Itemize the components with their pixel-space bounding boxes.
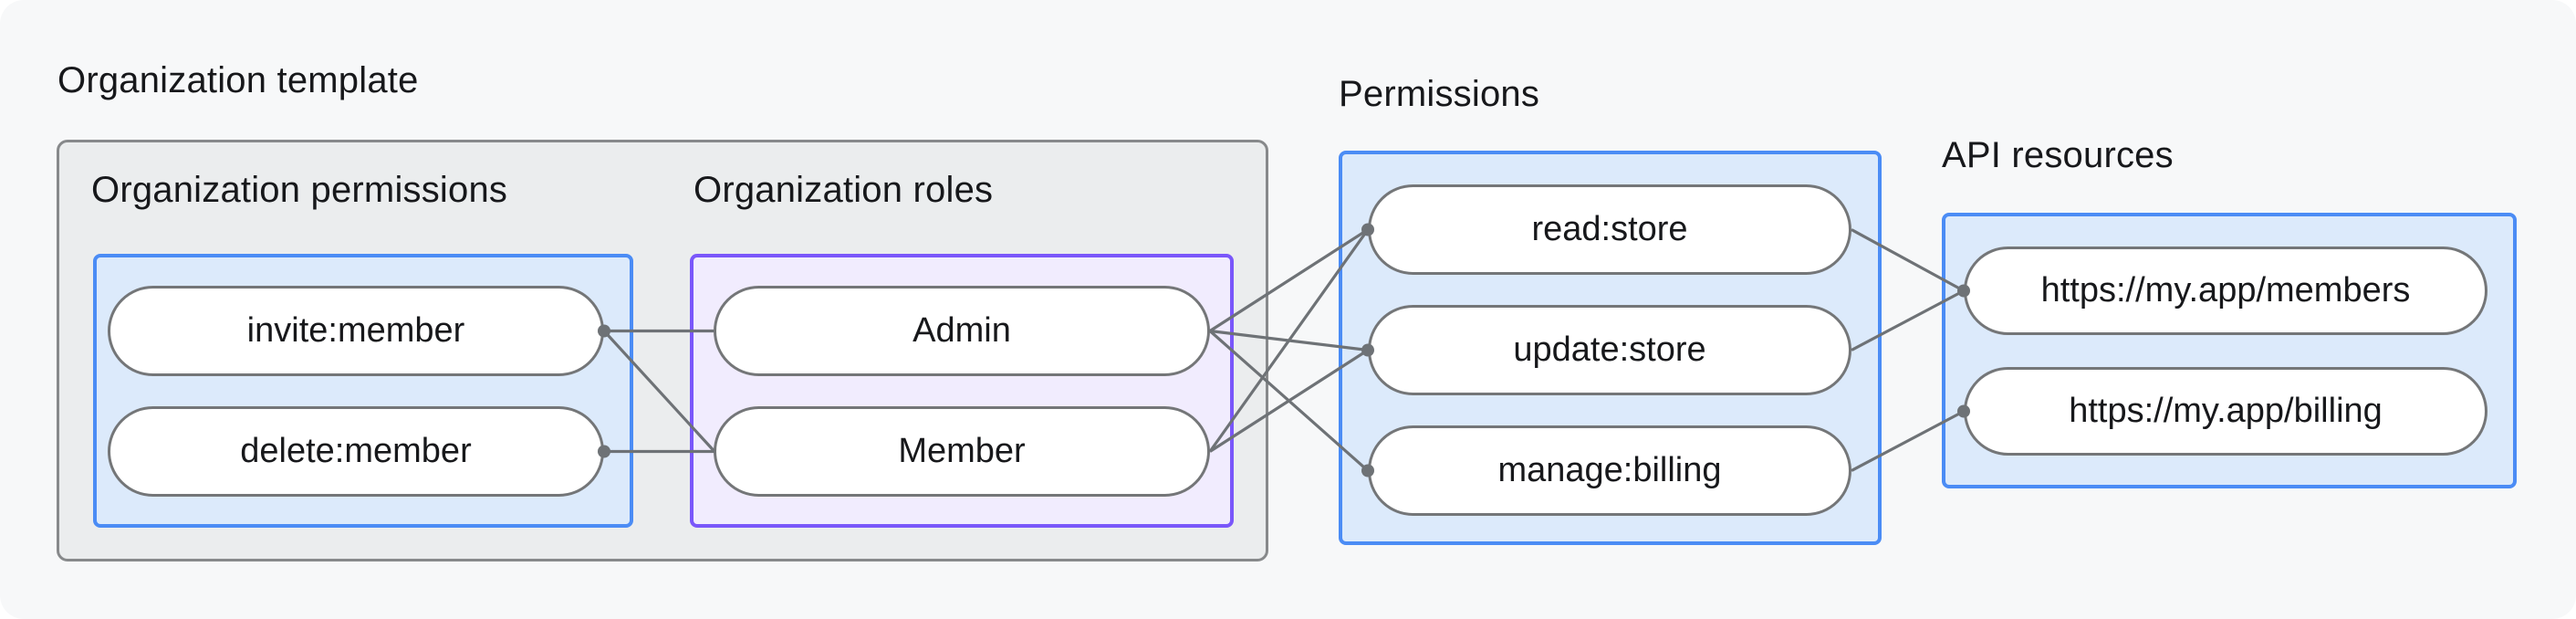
node-member-role: Member	[714, 406, 1210, 497]
node-manage-billing: manage:billing	[1368, 425, 1851, 516]
node-read-store: read:store	[1368, 184, 1851, 275]
node-delete-member: delete:member	[108, 406, 604, 497]
org-roles-heading: Organization roles	[694, 170, 994, 210]
node-api-billing-url: https://my.app/billing	[1964, 367, 2487, 456]
permissions-heading: Permissions	[1339, 74, 1540, 114]
node-update-store: update:store	[1368, 305, 1851, 395]
org-permissions-heading: Organization permissions	[91, 170, 508, 210]
node-api-members-url: https://my.app/members	[1964, 247, 2487, 335]
node-admin-role: Admin	[714, 286, 1210, 376]
api-resources-heading: API resources	[1942, 135, 2174, 175]
page-title: Organization template	[57, 60, 419, 100]
node-invite-member: invite:member	[108, 286, 604, 376]
